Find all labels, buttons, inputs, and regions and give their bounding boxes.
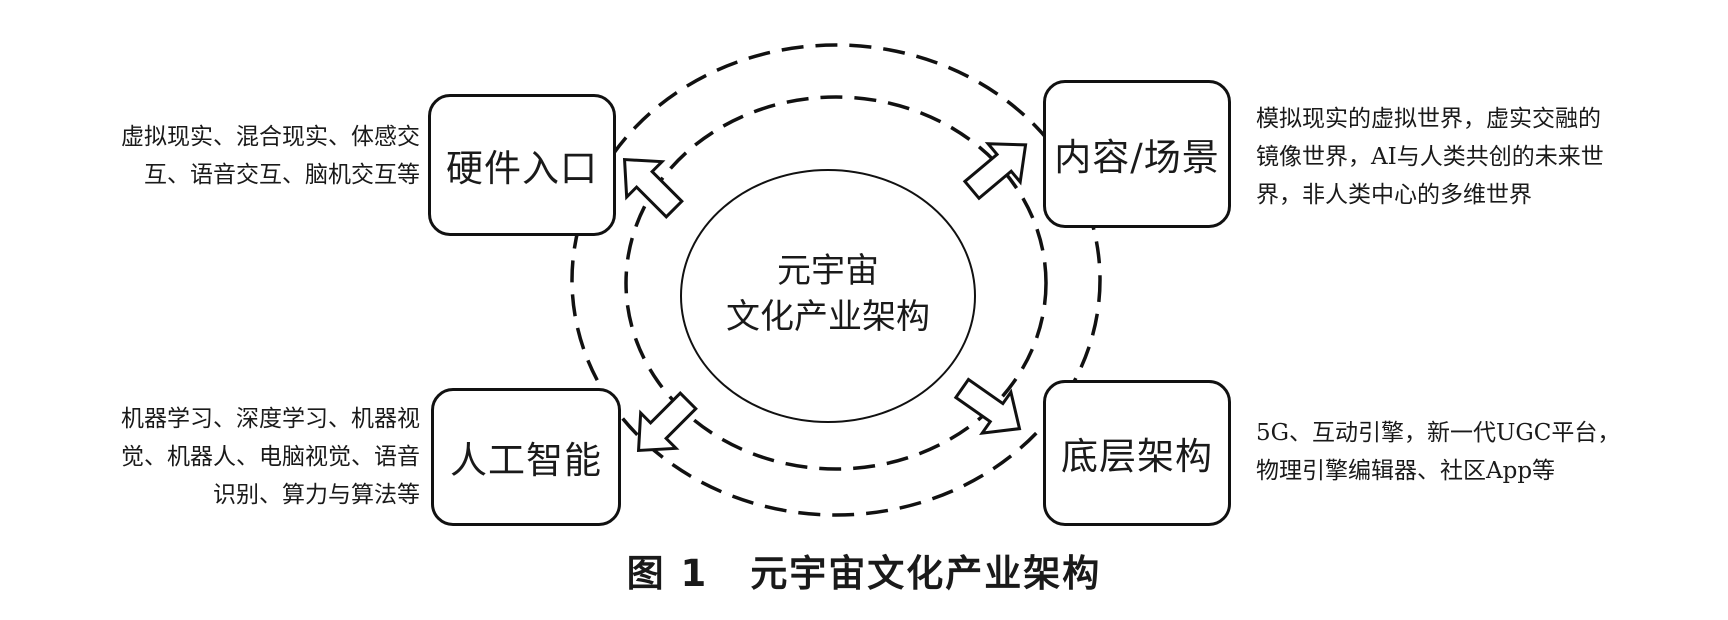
desc-infra: 5G、互动引擎，新一代UGC平台， 物理引擎编辑器、社区App等 xyxy=(1256,414,1676,490)
arrow-to-hardware xyxy=(622,157,684,219)
box-infrastructure: 底层架构 xyxy=(1043,380,1231,526)
box-content-scene: 内容/场景 xyxy=(1043,80,1231,228)
desc-hardware-line: 虚拟现实、混合现实、体感交 xyxy=(121,124,420,150)
center-label-line2: 文化产业架构 xyxy=(726,297,930,337)
desc-content-line: 镜像世界，AI与人类共创的未来世 xyxy=(1256,144,1604,170)
box-content-label: 内容/场景 xyxy=(1054,136,1220,179)
desc-ai: 机器学习、深度学习、机器视 觉、机器人、电脑视觉、语音 识别、算力与算法等 xyxy=(60,400,420,514)
arrow-to-ai xyxy=(636,391,698,453)
arrow-to-infra xyxy=(953,377,1022,435)
desc-content-line: 模拟现实的虚拟世界，虚实交融的 xyxy=(1256,106,1601,132)
center-label: 元宇宙 文化产业架构 xyxy=(700,248,956,340)
desc-hardware-line: 互、语音交互、脑机交互等 xyxy=(144,162,420,188)
figure-number: 图 1 xyxy=(626,552,709,595)
box-hardware-entry: 硬件入口 xyxy=(428,94,616,236)
box-ai-label: 人工智能 xyxy=(450,439,602,482)
box-infra-label: 底层架构 xyxy=(1061,435,1213,478)
box-artificial-intelligence: 人工智能 xyxy=(431,388,621,526)
desc-ai-line: 觉、机器人、电脑视觉、语音 xyxy=(121,444,420,470)
desc-ai-line: 机器学习、深度学习、机器视 xyxy=(121,406,420,432)
box-hardware-label: 硬件入口 xyxy=(446,147,598,190)
arrow-to-content xyxy=(962,142,1028,201)
desc-ai-line: 识别、算力与算法等 xyxy=(213,482,420,508)
center-ellipse xyxy=(680,169,976,423)
desc-content: 模拟现实的虚拟世界，虚实交融的 镜像世界，AI与人类共创的未来世 界，非人类中心… xyxy=(1256,100,1676,214)
desc-infra-line: 物理引擎编辑器、社区App等 xyxy=(1256,458,1556,484)
center-label-line1: 元宇宙 xyxy=(777,251,879,291)
desc-hardware: 虚拟现实、混合现实、体感交 互、语音交互、脑机交互等 xyxy=(60,118,420,194)
outer-dashed-ring xyxy=(570,43,1102,517)
desc-content-line: 界，非人类中心的多维世界 xyxy=(1256,182,1532,208)
desc-infra-line: 5G、互动引擎，新一代UGC平台， xyxy=(1256,420,1621,446)
figure-title: 元宇宙文化产业架构 xyxy=(750,552,1102,595)
inner-dashed-ring xyxy=(624,95,1048,471)
figure-caption: 图 1 元宇宙文化产业架构 xyxy=(0,543,1728,597)
